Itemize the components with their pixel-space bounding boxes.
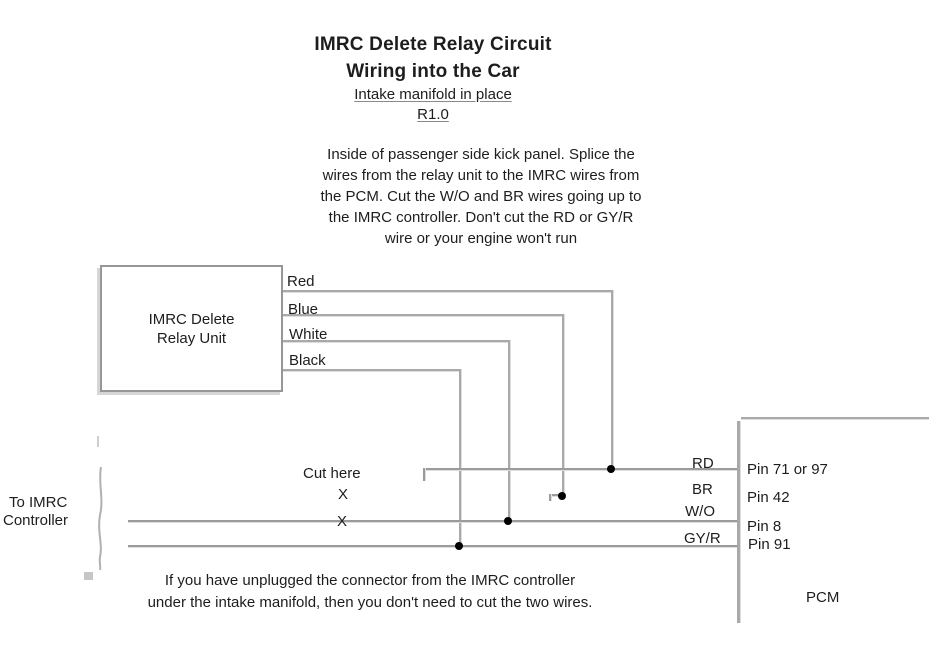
br-car-wire-stub (549, 494, 564, 496)
page-title-line1: IMRC Delete Relay Circuit (314, 34, 552, 55)
relay-wire-label-black: Black (289, 352, 326, 369)
to-imrc-label-line2: Controller (3, 512, 69, 529)
white-wo-splice-dot (504, 517, 512, 525)
cut-mark-x-br: X (338, 486, 349, 503)
revision-label: R1.0 (417, 106, 449, 123)
cut-here-label: Cut here (303, 465, 361, 482)
white-wire-horizontal (283, 340, 510, 342)
br-car-wire-stub-end (549, 494, 551, 501)
instructions-line: the PCM. Cut the W/O and BR wires going … (320, 188, 642, 205)
relay-unit-label-line1: IMRC Delete (148, 310, 235, 328)
red-wire-horizontal (283, 290, 613, 292)
wire-code-wo: W/O (685, 503, 715, 520)
squiggle-lower-tick (84, 572, 93, 580)
rd-car-wire (423, 468, 739, 470)
footnote-line2: under the intake manifold, then you don'… (147, 594, 593, 611)
page-title-line2: Wiring into the Car (346, 61, 520, 82)
blue-wire-vertical (562, 314, 564, 497)
relay-unit-label: IMRC Delete Relay Unit (149, 310, 235, 348)
footnote: If you have unplugged the connector from… (70, 570, 670, 614)
instructions-line: wires from the relay unit to the IMRC wi… (322, 167, 640, 184)
pcm-box-top-edge (741, 417, 929, 419)
red-wire-vertical (611, 290, 613, 470)
blue-br-splice-dot (558, 492, 566, 500)
relay-wire-label-white: White (289, 326, 328, 343)
relay-unit-label-line2: Relay Unit (156, 329, 227, 347)
rd-car-wire-end-stub (423, 468, 425, 481)
pcm-label: PCM (806, 589, 840, 606)
instructions-line: Inside of passenger side kick panel. Spl… (327, 146, 635, 163)
imrc-delete-relay-unit-box: IMRC Delete Relay Unit (100, 265, 283, 392)
pcm-pin-br: Pin 42 (747, 489, 790, 506)
to-imrc-label-line1: To IMRC (9, 494, 68, 511)
relay-wire-label-blue: Blue (288, 301, 319, 318)
black-gyr-splice-dot (455, 542, 463, 550)
gyr-car-wire (128, 545, 739, 547)
instructions-block: Inside of passenger side kick panel. Spl… (281, 144, 681, 249)
instructions-line: the IMRC controller. Don't cut the RD or… (328, 209, 634, 226)
pcm-pin-wo: Pin 8 (747, 518, 782, 535)
white-wire-vertical (508, 340, 510, 522)
footnote-line1: If you have unplugged the connector from… (164, 572, 576, 589)
header: IMRC Delete Relay Circuit Wiring into th… (183, 31, 683, 125)
wo-car-wire (128, 520, 739, 522)
pcm-pin-rd: Pin 71 or 97 (747, 461, 828, 478)
wire-continuation-squiggle (98, 467, 103, 570)
pcm-box-left-edge (737, 421, 740, 623)
wire-code-rd: RD (692, 455, 714, 472)
page-subtitle: Intake manifold in place (354, 86, 512, 103)
wire-code-gyr: GY/R (684, 530, 721, 547)
red-rd-splice-dot (607, 465, 615, 473)
squiggle-upper-tick (97, 436, 99, 447)
black-wire-horizontal (283, 369, 461, 371)
cut-mark-x-wo: X (337, 513, 348, 530)
pcm-pin-gyr: Pin 91 (748, 536, 791, 553)
black-wire-vertical (459, 369, 461, 547)
relay-wire-label-red: Red (287, 273, 315, 290)
instructions-line: wire or your engine won't run (384, 230, 578, 247)
blue-wire-horizontal (283, 314, 564, 316)
wire-code-br: BR (692, 481, 713, 498)
